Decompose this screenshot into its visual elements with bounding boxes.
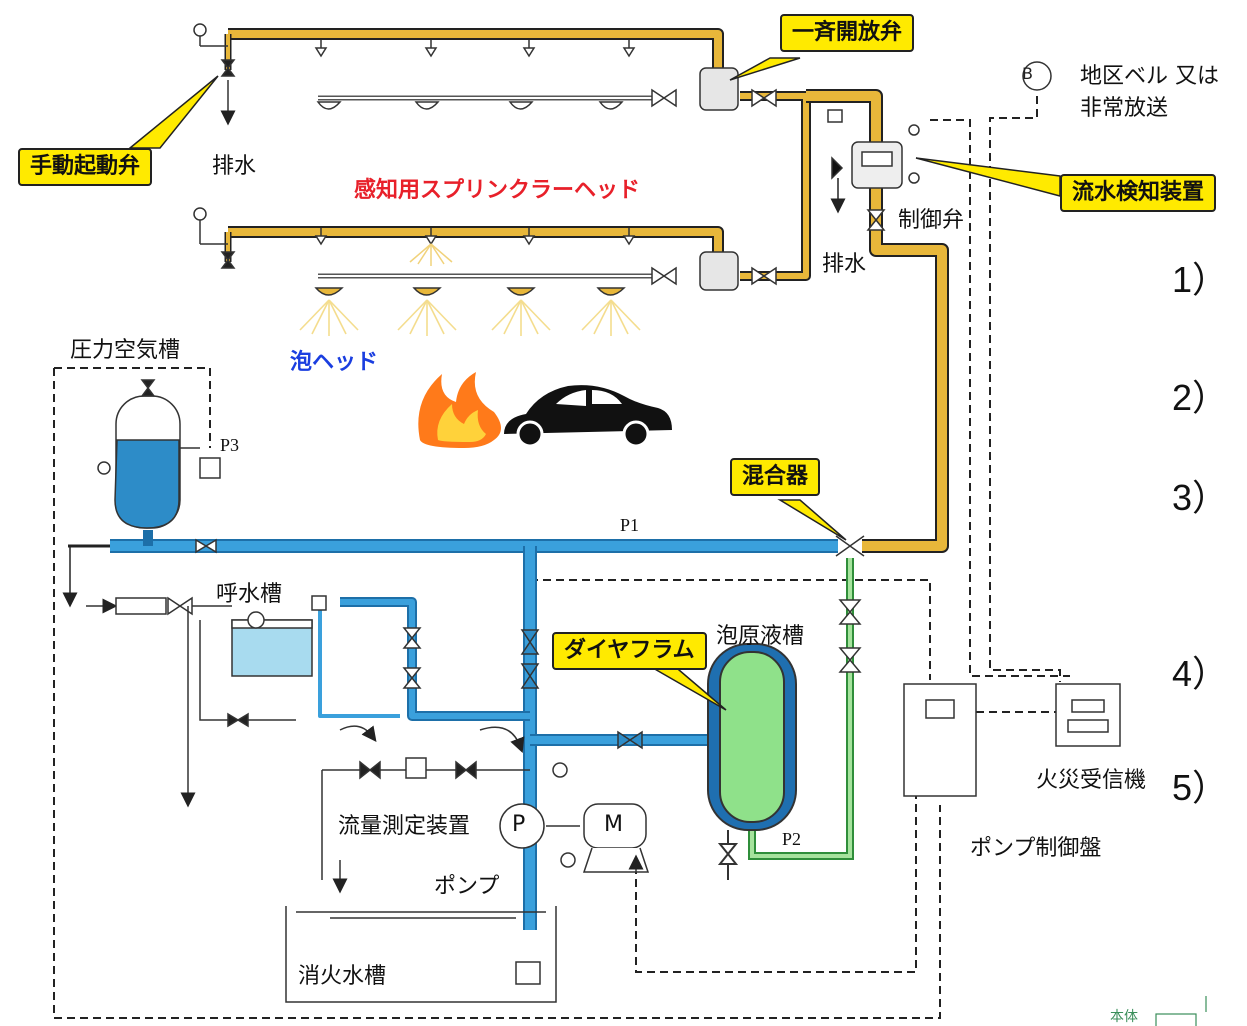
- fire-water-tank-label: 消火水槽: [298, 964, 387, 989]
- item-number-3: 3）: [1172, 477, 1229, 518]
- bell-label: 地区ベル 又は: [1080, 64, 1219, 89]
- fire-icon: [418, 372, 501, 448]
- item-number-1: 1）: [1172, 259, 1229, 300]
- foam-head-label: 泡ヘッド: [290, 350, 379, 375]
- flow-detector-device: [827, 109, 920, 231]
- pump-line-valves: [402, 627, 643, 750]
- drain-label-right: 排水: [822, 252, 867, 277]
- signal-lines: [53, 96, 1070, 1019]
- pump-motor: [499, 762, 650, 873]
- deluge-valve-bottom: [651, 251, 777, 291]
- flow-meter-label: 流量測定装置: [338, 814, 471, 839]
- foam-heads-active: [299, 287, 641, 336]
- priming-tank-label: 呼水槽: [216, 582, 283, 607]
- flow-detector-callout: 流水検知装置: [1060, 174, 1217, 212]
- manual-valve-callout: 手動起動弁: [18, 148, 153, 186]
- pump-control-panel-label: ポンプ制御盤: [970, 836, 1102, 861]
- bell-icon: [1022, 61, 1052, 91]
- callout-pointers: [127, 57, 1061, 711]
- sprinkler-spray: [409, 243, 453, 266]
- manual-valves: [193, 23, 236, 269]
- pump-label: ポンプ: [434, 874, 500, 899]
- corner-label: 本体: [1110, 1009, 1138, 1025]
- foam-concentrate-tank: [707, 643, 797, 880]
- bell-symbol-label: B: [1022, 64, 1033, 83]
- mixer-callout: 混合器: [730, 458, 821, 496]
- foam-tank-label: 泡原液槽: [716, 624, 805, 649]
- flow-meter-line: [321, 725, 530, 894]
- car-icon: [504, 385, 672, 448]
- diaphragm-callout: ダイヤフラム: [552, 632, 707, 670]
- deluge-valve-callout: 一斉開放弁: [780, 14, 915, 52]
- emergency-broadcast-label: 非常放送: [1080, 96, 1169, 121]
- item-number-5: 5）: [1172, 767, 1229, 808]
- control-valve-label: 制御弁: [898, 208, 965, 233]
- mixer-device: [835, 535, 865, 557]
- control-panels: [903, 683, 1121, 797]
- fire-receiver-label: 火災受信機: [1036, 768, 1147, 793]
- deluge-valve-top: [651, 67, 777, 111]
- sprinkler-head-label: 感知用スプリンクラーヘッド: [354, 178, 641, 203]
- drain-label-top: 排水: [212, 154, 257, 179]
- green-pipe: [748, 558, 862, 860]
- item-number-2: 2）: [1172, 377, 1229, 418]
- p3-label: P3: [220, 435, 240, 455]
- yellow-pipes: [224, 28, 949, 553]
- pressure-tank-label: 圧力空気槽: [70, 338, 181, 363]
- p2-label: P2: [782, 829, 802, 849]
- corner-fragment: [1155, 996, 1207, 1026]
- fire-water-tank: [285, 906, 557, 1003]
- pressure-air-tank: [62, 379, 221, 608]
- p1-label: P1: [620, 515, 640, 535]
- item-number-4: 4）: [1172, 653, 1229, 694]
- sprinkler-heads-top: [314, 40, 636, 246]
- foam-heads-top: [316, 101, 624, 110]
- pump-symbol: P: [512, 812, 526, 837]
- motor-symbol: M: [604, 812, 623, 837]
- priming-tank: [86, 595, 327, 808]
